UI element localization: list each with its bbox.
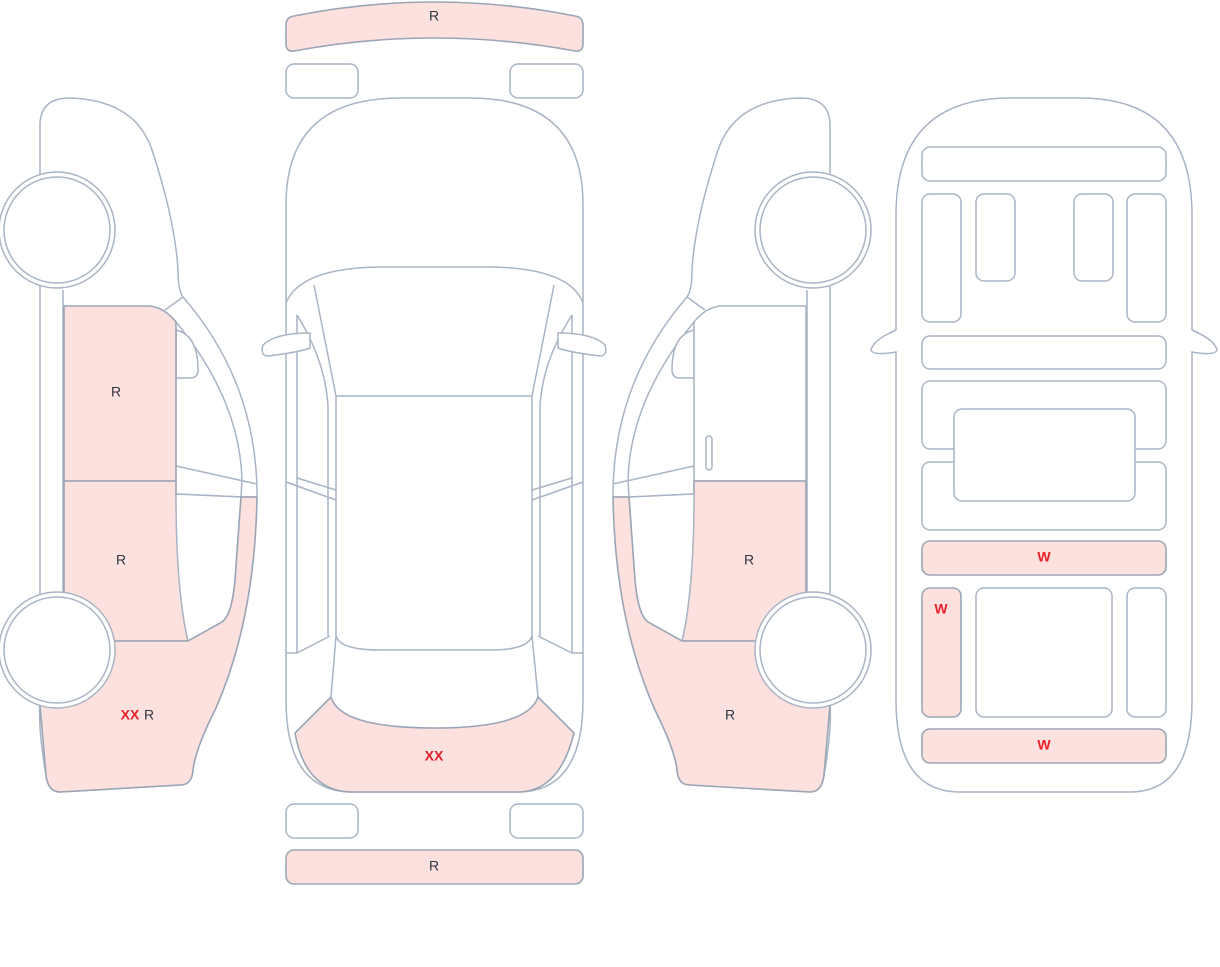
front-right-panel xyxy=(1126,193,1167,323)
left-rear-quarter-code: R xyxy=(144,707,154,723)
right-rear-quarter[interactable] xyxy=(612,496,831,793)
right-rear-door-code: R xyxy=(744,552,754,568)
left-front-wheel xyxy=(3,176,111,284)
right-rear-quarter-code: R xyxy=(725,707,735,723)
rear-right-panel xyxy=(1126,587,1167,718)
front-left-panel xyxy=(921,193,962,323)
rear-bumper-code: R xyxy=(429,858,439,874)
left-rear-quarter-severe-code: XX xyxy=(121,707,140,723)
right-front-wheel xyxy=(759,176,867,284)
interior-row-a-code: W xyxy=(1037,549,1051,565)
left-rear-door-code: R xyxy=(116,552,126,568)
left-headlight xyxy=(285,63,359,99)
interior-row-a[interactable] xyxy=(921,540,1167,576)
interior-row-b-code: W xyxy=(1037,737,1051,753)
top-body-outline xyxy=(285,97,584,793)
right-taillight xyxy=(509,803,584,839)
rear-cargo xyxy=(975,587,1113,718)
interior-view: W W W xyxy=(870,97,1218,793)
left-front-door[interactable] xyxy=(63,305,177,482)
center-console xyxy=(953,408,1136,502)
rear-window[interactable] xyxy=(294,695,575,793)
dashboard xyxy=(921,146,1167,182)
front-left-seat xyxy=(975,193,1016,282)
right-rear-wheel xyxy=(759,596,867,704)
left-rear-quarter[interactable] xyxy=(39,496,258,793)
console-bar xyxy=(921,335,1167,370)
right-headlight xyxy=(509,63,584,99)
right-side-view: R R xyxy=(612,97,872,793)
rear-window-code: XX xyxy=(425,748,444,764)
right-mirror-top xyxy=(557,332,607,357)
left-taillight xyxy=(285,803,359,839)
front-bumper[interactable] xyxy=(285,1,584,52)
top-view: R XX R xyxy=(261,1,607,885)
left-mirror-top xyxy=(261,332,311,357)
interior-row-b[interactable] xyxy=(921,728,1167,764)
left-rear-wheel xyxy=(3,596,111,704)
left-side-view: R R XX R xyxy=(0,97,258,793)
rear-bumper[interactable] xyxy=(285,849,584,885)
front-right-seat xyxy=(1073,193,1114,282)
front-bumper-code: R xyxy=(429,8,439,24)
left-front-door-code: R xyxy=(111,384,121,400)
interior-left-seat[interactable] xyxy=(921,587,962,718)
interior-left-seat-code: W xyxy=(934,601,948,617)
left-mirror xyxy=(175,329,199,379)
